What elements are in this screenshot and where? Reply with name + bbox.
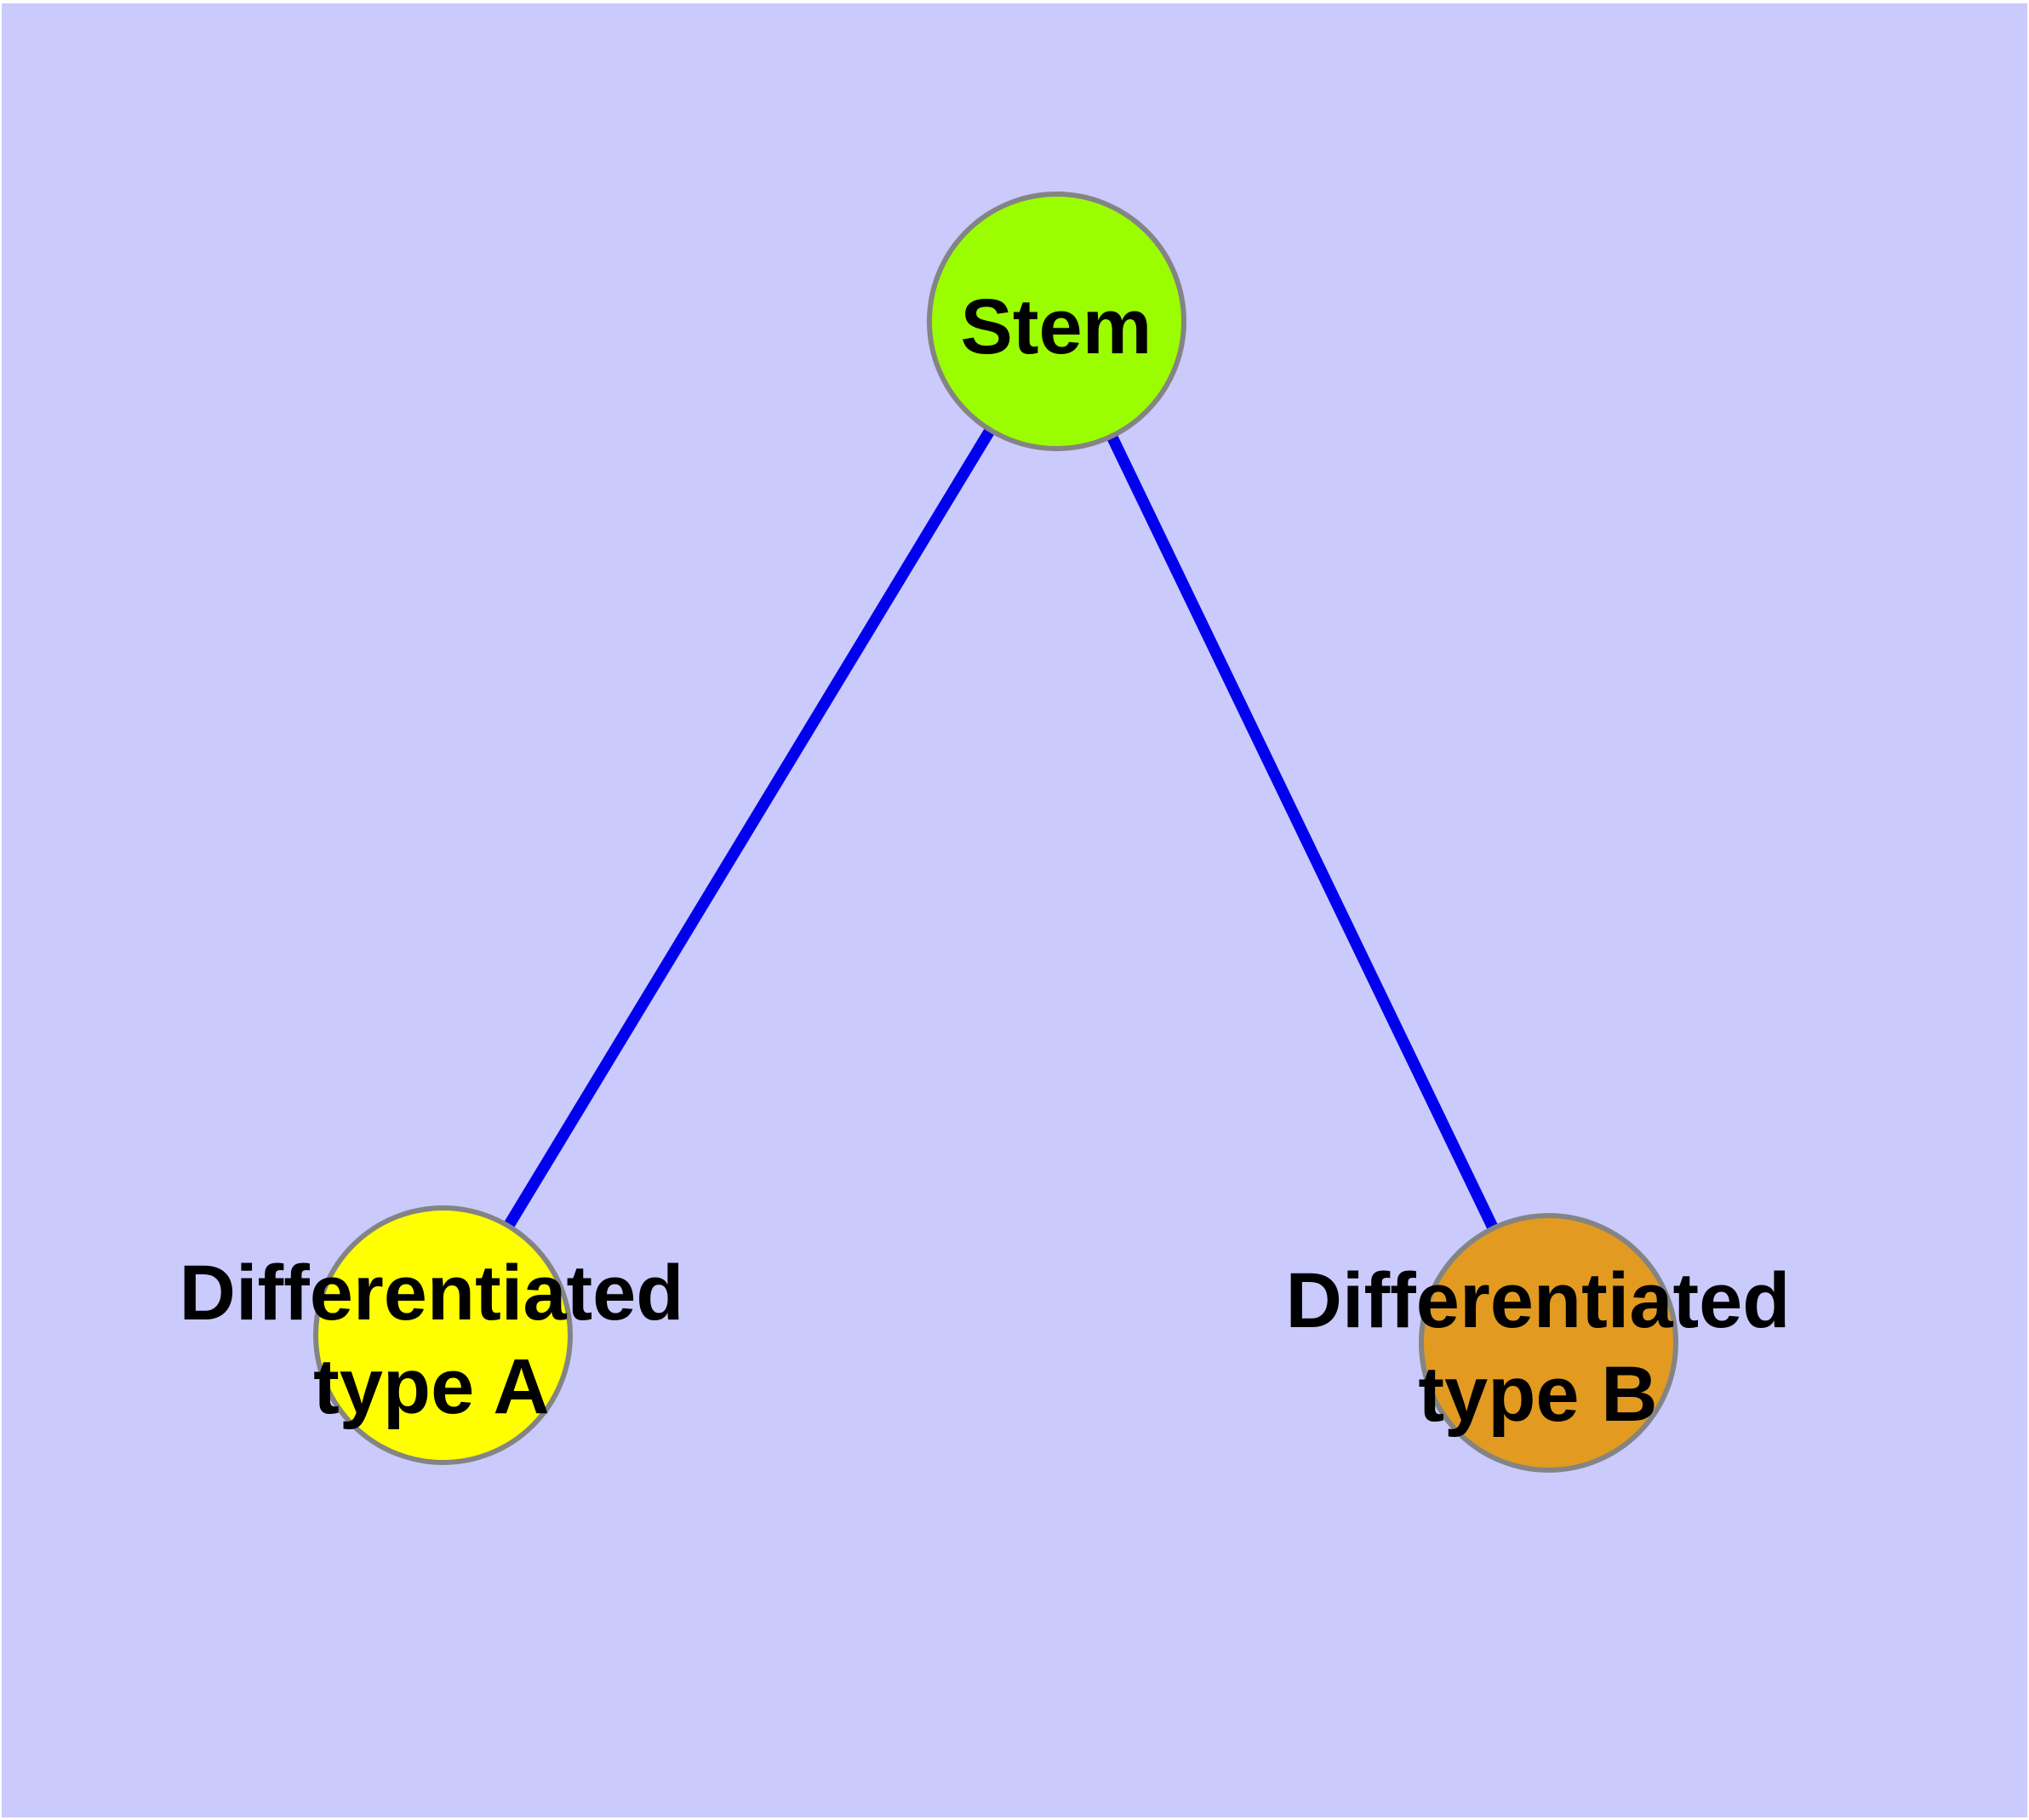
node-type-b-label: Differentiated type B (1285, 1257, 1791, 1438)
edge-stem-type-b (1050, 318, 1554, 1345)
edges-layer (437, 318, 1554, 1345)
node-type-b: Differentiated type B (1286, 1212, 1790, 1473)
node-stem: Stem (926, 191, 1186, 451)
node-type-a: Differentiated type A (180, 1205, 683, 1465)
edge-stem-type-a (437, 318, 1061, 1338)
node-stem-label: Stem (960, 283, 1152, 370)
node-type-a-label: Differentiated type A (179, 1250, 684, 1430)
